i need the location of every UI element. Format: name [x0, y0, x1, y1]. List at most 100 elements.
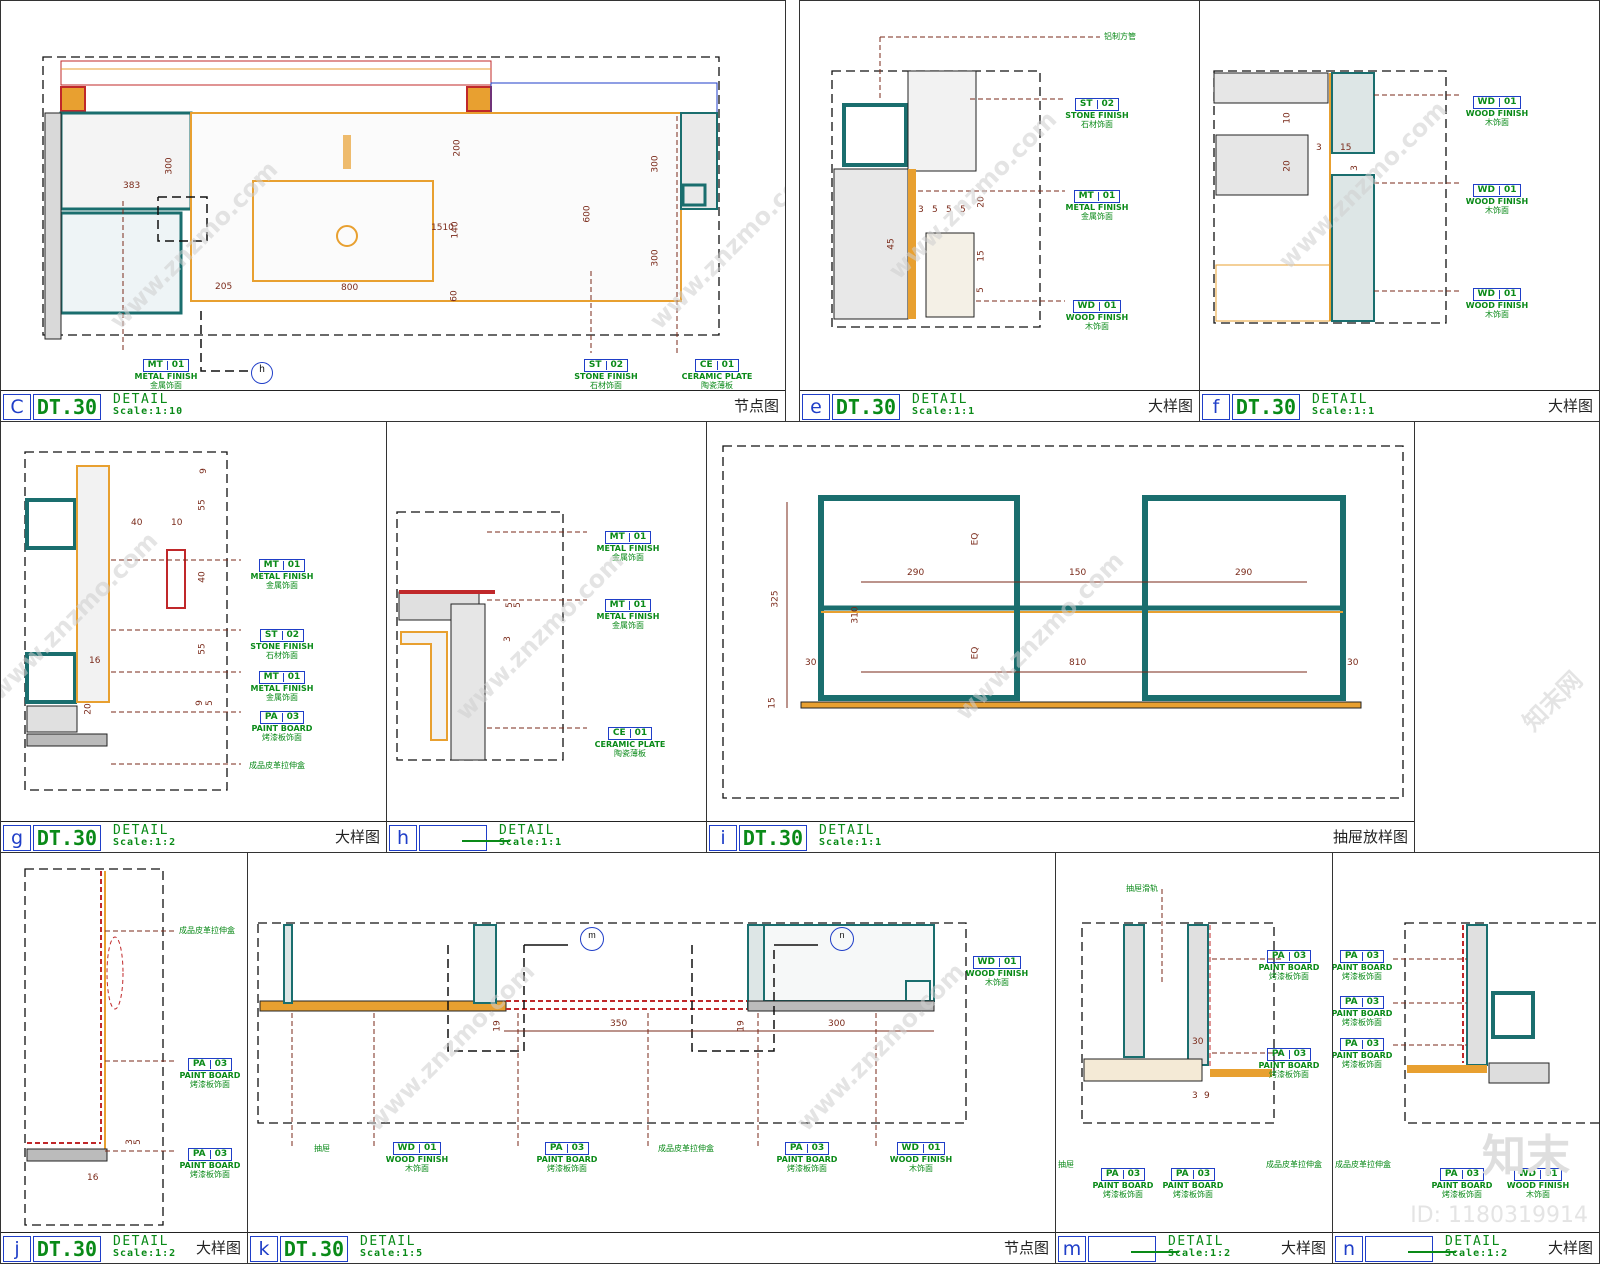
dim: 60 [449, 290, 460, 302]
dim: 16 [89, 656, 101, 666]
dim: 300 [650, 155, 661, 173]
sheet-code: DT.30 [33, 394, 101, 420]
callout-label: m [588, 930, 596, 940]
annotation: 成品皮革拉伸盒 [1266, 1160, 1322, 1169]
detail-label: DETAIL [1445, 1234, 1501, 1249]
dim: 40 [131, 518, 143, 528]
annotation: 铝制方管 [1104, 32, 1136, 41]
scale-label: Scale:1:2 [113, 837, 177, 848]
panel-i: 325 290 150 290 310 810 30 30 15 EQ EQ w… [706, 421, 1415, 853]
dim: 300 [650, 249, 661, 267]
dim: 200 [452, 139, 463, 157]
dim: 290 [1235, 568, 1253, 578]
drawing-e [831, 36, 1100, 328]
sheet-code: DT.30 [280, 1236, 348, 1262]
title-bar: k DT.30 DETAIL Scale:1:5 节点图 [248, 1232, 1055, 1263]
detail-letter: h [389, 825, 417, 851]
dim: 9 [194, 700, 205, 706]
detail-title: 大样图 [1147, 397, 1193, 415]
title-bar: i DT.30 DETAIL Scale:1:1 抽屉放样图 [707, 821, 1414, 852]
watermark: 知末网 [1517, 665, 1589, 737]
sheet-code [1088, 1236, 1179, 1262]
detail-title: 大样图 [1547, 1239, 1593, 1257]
scale-label: Scale:1:1 [912, 406, 976, 417]
scale-label: Scale:1:2 [113, 1248, 177, 1259]
scale-label: Scale:1:1 [1312, 406, 1376, 417]
detail-title: 大样图 [1547, 397, 1593, 415]
dim: 10 [1282, 112, 1293, 124]
dim: 30 [1347, 658, 1359, 668]
section-callout-h[interactable]: h [251, 362, 273, 384]
detail-letter: C [3, 394, 31, 420]
dim: 15 [1340, 143, 1352, 153]
detail-label: DETAIL [1312, 392, 1368, 407]
detail-letter: e [802, 394, 830, 420]
annotation: 成品皮革拉伸盒 [179, 926, 235, 935]
title-bar: n DETAIL Scale:1:2 大样图 [1333, 1232, 1599, 1263]
dim: 20 [1282, 160, 1293, 172]
detail-title: 节点图 [1003, 1239, 1049, 1257]
detail-label: DETAIL [113, 392, 169, 407]
title-bar: C DT.30 DETAIL Scale:1:10 节点图 [1, 390, 785, 421]
panel-c: 383 300 205 800 200 1510 600 60 300 300 … [0, 0, 786, 422]
title-bar: f DT.30 DETAIL Scale:1:1 大样图 [1200, 390, 1599, 421]
scale-label: Scale:1:10 [113, 406, 184, 417]
dim: 140 [450, 221, 461, 239]
detail-label: DETAIL [912, 392, 968, 407]
sheet-code: DT.30 [1232, 394, 1300, 420]
detail-label: DETAIL [499, 823, 555, 838]
detail-label: DETAIL [113, 823, 169, 838]
detail-label: DETAIL [819, 823, 875, 838]
section-callout-m[interactable]: m [580, 927, 604, 951]
sheet-code: DT.30 [33, 825, 101, 851]
dim: 10 [171, 518, 183, 528]
sheet-code [419, 825, 510, 851]
dim: 55 [197, 499, 208, 511]
scale-label: Scale:1:2 [1168, 1248, 1232, 1259]
annotation: 成品皮革拉伸盒 [658, 1144, 714, 1153]
drawing-g [24, 451, 241, 791]
title-bar: m DETAIL Scale:1:2 大样图 [1056, 1232, 1332, 1263]
annotation: 抽屉滑轨 [1126, 884, 1158, 893]
dim: 45 [886, 238, 897, 250]
detail-letter: g [3, 825, 31, 851]
dim: 40 [197, 571, 208, 583]
drawing-i [722, 445, 1404, 799]
title-bar: e DT.30 DETAIL Scale:1:1 大样图 [800, 390, 1199, 421]
detail-label: DETAIL [360, 1234, 416, 1249]
drawing-n [1393, 922, 1599, 1124]
drawing-h [396, 511, 587, 761]
callout-label: n [839, 930, 845, 940]
sheet-code: DT.30 [739, 825, 807, 851]
dim: 5 [960, 205, 966, 215]
section-callout-n[interactable]: n [830, 927, 854, 951]
dim: 3 [502, 636, 513, 642]
drawing-m [1081, 889, 1282, 1124]
detail-title: 大样图 [195, 1239, 241, 1257]
detail-letter: m [1058, 1236, 1086, 1262]
callout-label: h [259, 364, 265, 375]
detail-label: DETAIL [1168, 1234, 1224, 1249]
